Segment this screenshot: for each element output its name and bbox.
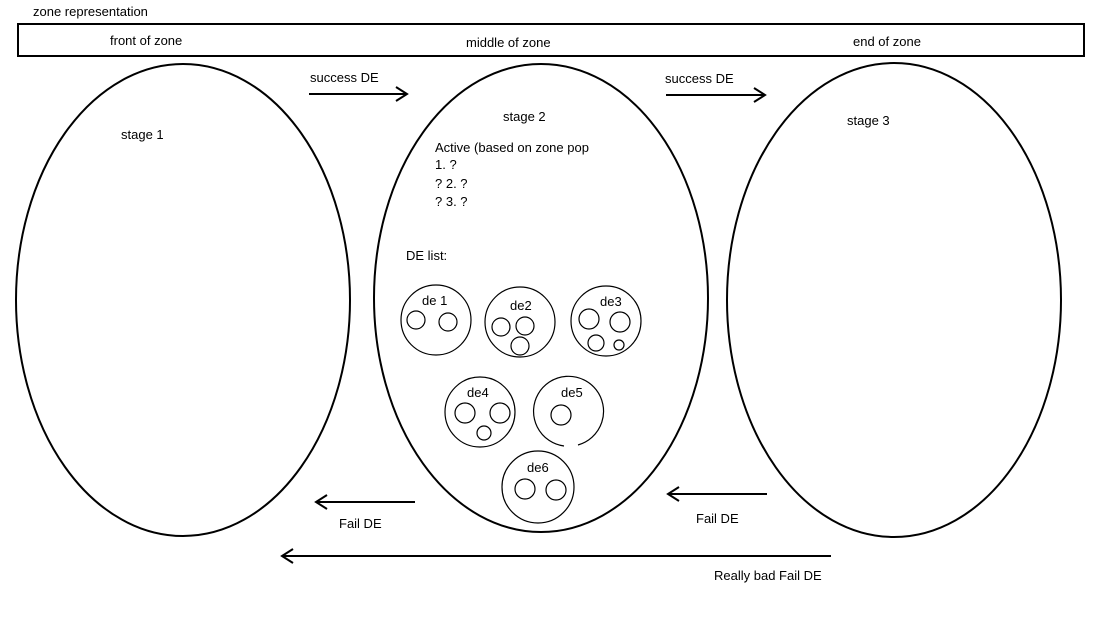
de-list-label: DE list: — [406, 248, 447, 263]
zone-front-label: front of zone — [110, 33, 182, 48]
de-3-label: de3 — [600, 294, 622, 309]
fail-arrow-1 — [314, 494, 415, 510]
de-2-group: de2 — [484, 286, 556, 358]
zone-middle-label: middle of zone — [466, 35, 551, 50]
stage-3-label: stage 3 — [847, 113, 890, 128]
de-6-group: de6 — [501, 450, 575, 524]
de-4-group: de4 — [444, 376, 516, 448]
stage-1-label: stage 1 — [121, 127, 164, 142]
active-line-3: ? 3. ? — [435, 194, 468, 209]
de-1-label: de 1 — [422, 293, 447, 308]
success-label-1: success DE — [310, 70, 379, 85]
active-line-1: 1. ? — [435, 157, 457, 172]
stage-3-ellipse — [726, 62, 1062, 538]
fail-label-2: Fail DE — [696, 511, 739, 526]
success-arrow-1 — [309, 86, 409, 102]
stage-2-label: stage 2 — [503, 109, 546, 124]
de-1-group: de 1 — [400, 284, 472, 356]
zone-bar — [17, 23, 1085, 57]
stage-1-ellipse — [15, 63, 351, 537]
de-3-group: de3 — [570, 285, 642, 357]
zone-end-label: end of zone — [853, 34, 921, 49]
fail-label-1: Fail DE — [339, 516, 382, 531]
de-5-label: de5 — [561, 385, 583, 400]
de-4-label: de4 — [467, 385, 489, 400]
really-bad-fail-arrow — [280, 548, 831, 564]
fail-arrow-2 — [666, 486, 767, 502]
active-heading: Active (based on zone pop — [435, 140, 589, 155]
really-bad-fail-label: Really bad Fail DE — [714, 568, 822, 583]
success-label-2: success DE — [665, 71, 734, 86]
active-line-2: ? 2. ? — [435, 176, 468, 191]
de-2-label: de2 — [510, 298, 532, 313]
de-6-label: de6 — [527, 460, 549, 475]
de-5-group: de5 — [532, 375, 605, 447]
diagram-title: zone representation — [33, 4, 148, 19]
stage-2-ellipse — [373, 63, 709, 533]
success-arrow-2 — [666, 87, 767, 103]
